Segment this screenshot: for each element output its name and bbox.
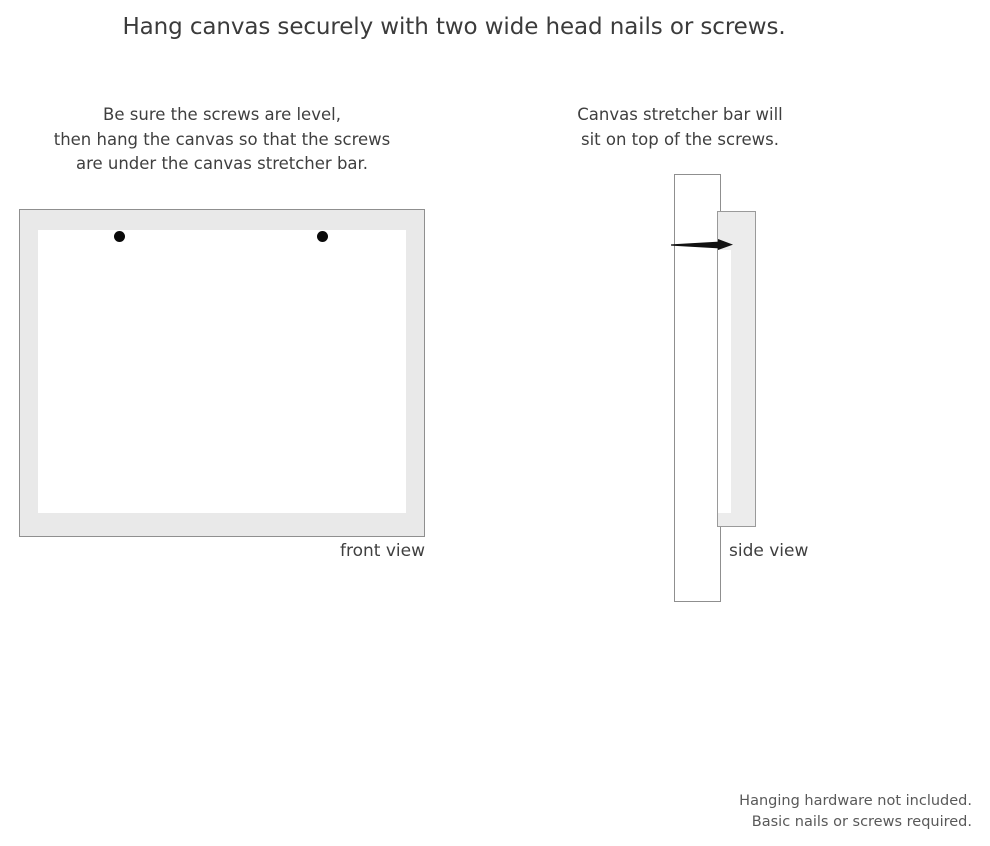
right-screw-icon bbox=[317, 231, 328, 242]
left-screw-icon bbox=[114, 231, 125, 242]
hardware-disclaimer: Hanging hardware not included.Basic nail… bbox=[739, 793, 972, 830]
page-title: Hang canvas securely with two wide head … bbox=[122, 14, 786, 40]
front-view-diagram bbox=[19, 209, 425, 537]
front-view-label: front view bbox=[340, 541, 425, 561]
front-view-caption: Be sure the screws are level,then hang t… bbox=[53, 105, 391, 173]
canvas-face bbox=[38, 230, 406, 513]
side-view-diagram bbox=[671, 174, 784, 604]
side-view-label: side view bbox=[729, 541, 809, 561]
wide-head-nail-icon bbox=[671, 239, 733, 250]
canvas-stretcher-bar bbox=[718, 250, 731, 513]
